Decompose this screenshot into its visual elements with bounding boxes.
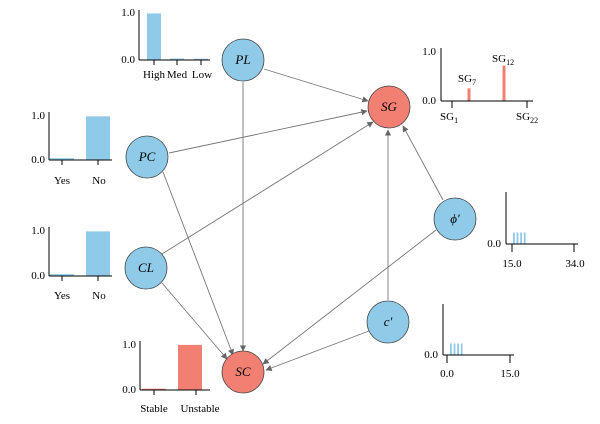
chart-pl-bar-high: [147, 13, 161, 60]
edge-pc-sg: [168, 109, 368, 154]
chart-sg-bar-7: [467, 88, 471, 101]
chart-phi-xright: 34.0: [565, 258, 585, 270]
chart-pl-bar-med: [170, 58, 184, 60]
chart-cl: 1.0 0.0 Yes No: [31, 225, 112, 302]
chart-pc: 1.0 0.0 Yes No: [31, 110, 112, 187]
chart-c-xleft: 0.0: [440, 368, 454, 380]
node-sc-label: SC: [235, 364, 251, 379]
node-c-circle: [366, 300, 410, 344]
chart-pl-cat-med: Med: [167, 69, 188, 81]
chart-phi-bar-1: [513, 232, 515, 244]
chart-sg-xright: SG22: [516, 111, 538, 125]
edge-pl-sg: [263, 68, 369, 103]
chart-pl-ybottom: 0.0: [121, 54, 135, 66]
edge-phi-sc: [262, 229, 437, 365]
chart-cl-bar-no: [86, 231, 110, 276]
chart-c-bar-4: [460, 343, 463, 355]
chart-phi-xleft: 15.0: [502, 258, 522, 270]
node-sg-label: SG: [381, 99, 398, 114]
chart-sg-peak12-label: SG12: [492, 53, 514, 67]
chart-sg-xright-sub: 22: [530, 116, 538, 125]
chart-cl-cat-yes: Yes: [54, 290, 70, 302]
chart-cl-ytop: 1.0: [31, 225, 45, 237]
chart-cl-bar-yes: [50, 274, 74, 276]
node-cl-circle: [124, 246, 168, 290]
chart-pc-bar-yes: [50, 158, 74, 160]
node-pc-label: PC: [138, 149, 156, 164]
chart-phi: 0.0 15.0 34.0: [487, 192, 585, 270]
chart-pc-ybottom: 0.0: [31, 154, 45, 166]
chart-sg-peak12-main: SG: [492, 53, 506, 65]
chart-phi-bars: [513, 232, 526, 244]
chart-c-bar-3: [457, 343, 459, 355]
edge-c-sc: [265, 330, 370, 371]
node-pl-label: PL: [234, 52, 250, 67]
chart-sg-bar-12: [502, 65, 506, 101]
node-phi-circle: [433, 197, 477, 241]
chart-c-bars: [450, 343, 463, 355]
chart-sg-peak12-sub: 12: [506, 58, 514, 67]
chart-pc-cat-no: No: [92, 175, 106, 187]
chart-sc: 1.0 0.0 Stable Unstable: [122, 339, 219, 415]
node-pc-circle: [125, 135, 169, 179]
chart-c-bar-2: [453, 343, 456, 355]
node-sc-circle: [221, 350, 265, 394]
node-phi-label: ϕ′: [450, 211, 460, 226]
chart-sg-peak7-label: SG7: [458, 73, 476, 87]
edge-cl-sg: [161, 121, 374, 255]
chart-pc-bar-no: [86, 116, 110, 160]
node-sg[interactable]: SG: [367, 85, 411, 129]
chart-cl-cat-no: No: [92, 290, 106, 302]
node-cl-label: CL: [138, 260, 154, 275]
chart-c: 0.0 0.0 15.0: [424, 304, 520, 380]
chart-c-ybottom: 0.0: [424, 349, 438, 361]
chart-pl-bar-low: [194, 58, 208, 60]
chart-sc-ybottom: 0.0: [122, 384, 136, 396]
chart-phi-bar-2: [516, 232, 519, 244]
chart-phi-bar-3: [520, 232, 522, 244]
node-pl-circle: [221, 38, 265, 82]
node-sc[interactable]: SC: [221, 350, 265, 394]
chart-c-bar-1: [450, 343, 452, 355]
chart-sc-bar-stable: [142, 388, 166, 390]
chart-phi-bar-4: [523, 232, 526, 244]
chart-cl-ybottom: 0.0: [31, 270, 45, 282]
chart-pl: 1.0 0.0 High Med Low: [121, 7, 212, 81]
edge-pc-sc: [162, 171, 234, 356]
chart-sc-ytop: 1.0: [122, 339, 136, 351]
node-c-label: c′: [384, 314, 393, 329]
chart-sg-xleft-sub: 1: [454, 116, 458, 125]
chart-pl-ytop: 1.0: [121, 7, 135, 19]
chart-pl-cat-high: High: [143, 69, 166, 81]
edge-phi-sg: [402, 125, 444, 201]
chart-sg-xleft-main: SG: [440, 111, 454, 123]
node-cl[interactable]: CL: [124, 246, 168, 290]
chart-sg-ytop: 1.0: [422, 46, 436, 58]
chart-sg-xright-main: SG: [516, 111, 530, 123]
chart-sg-xleft: SG1: [440, 111, 458, 125]
chart-sg-ybottom: 0.0: [422, 95, 436, 107]
chart-sc-cat-stable: Stable: [140, 403, 168, 415]
chart-sg: 1.0 0.0 SG7 SG12 SG1 SG22: [422, 46, 538, 125]
node-phi[interactable]: ϕ′: [433, 197, 477, 241]
chart-pc-ytop: 1.0: [31, 110, 45, 122]
chart-pc-cat-yes: Yes: [54, 175, 70, 187]
chart-c-xright: 15.0: [500, 368, 520, 380]
node-c[interactable]: c′: [366, 300, 410, 344]
edge-cl-sc: [161, 282, 228, 360]
chart-pl-cat-low: Low: [192, 69, 212, 81]
chart-sc-bar-unstable: [178, 344, 202, 390]
chart-sg-peak7-sub: 7: [472, 78, 476, 87]
chart-phi-ybottom: 0.0: [487, 238, 501, 250]
node-pl[interactable]: PL: [221, 38, 265, 82]
chart-sg-peak7-main: SG: [458, 73, 472, 85]
chart-sc-cat-unstable: Unstable: [180, 403, 219, 415]
node-sg-circle: [367, 85, 411, 129]
edges: [161, 68, 444, 371]
node-pc[interactable]: PC: [125, 135, 169, 179]
